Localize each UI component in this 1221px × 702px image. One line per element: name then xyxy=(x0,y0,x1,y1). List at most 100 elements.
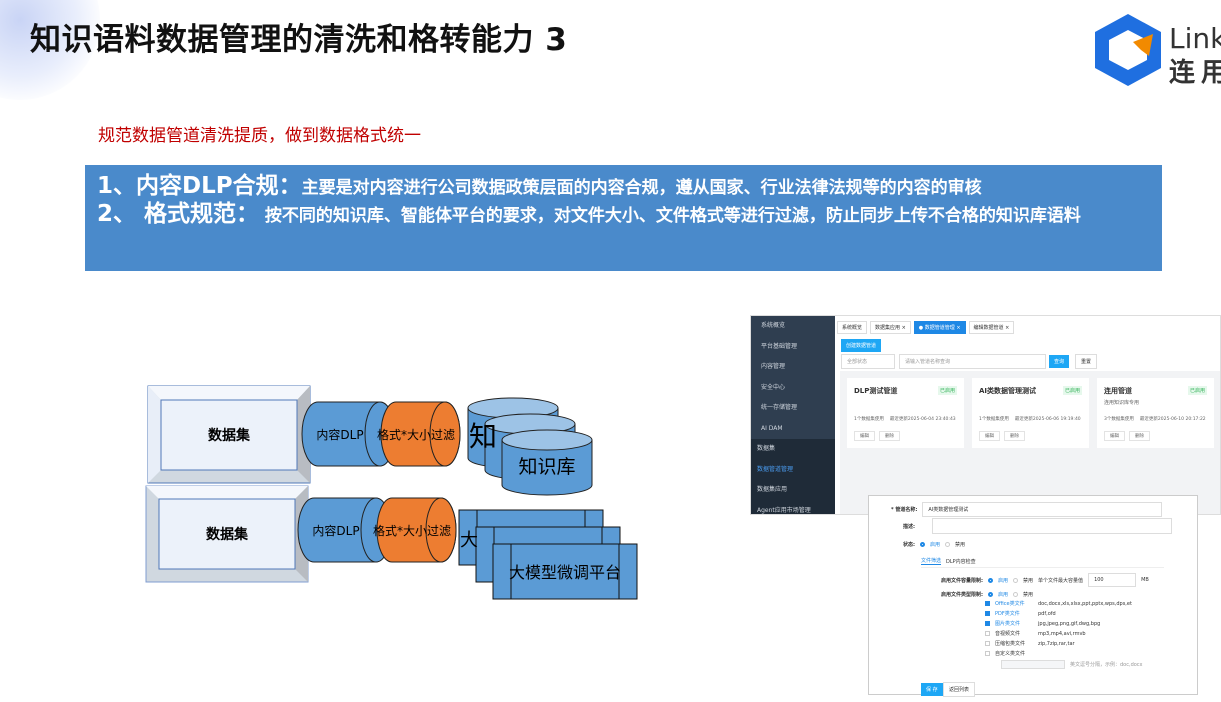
file-type-checkbox[interactable] xyxy=(985,621,990,626)
create-pipeline-button[interactable]: 创建数据管道 xyxy=(841,339,882,352)
tab-active[interactable]: ● 数据管道管理 × xyxy=(913,321,966,334)
type-limit-label: 启用文件类型限制: xyxy=(941,592,984,598)
pipeline-diagram: 数据集 数据集 内容DLP 格式*大小过滤 内容DLP 格式*大小过滤 知识库 … xyxy=(145,385,638,600)
dataset-box-2: 数据集 xyxy=(145,485,309,583)
sidebar-item[interactable]: 系统概览 xyxy=(761,322,786,329)
logo-text-cn: 连用 xyxy=(1169,58,1221,88)
logo-text-en: Link xyxy=(1169,22,1221,55)
sidebar-item[interactable]: 内容管理 xyxy=(761,363,786,370)
delete-button[interactable]: 删除 xyxy=(879,431,900,441)
radio-disable[interactable] xyxy=(1013,577,1019,583)
size-unit: MB xyxy=(1141,577,1149,583)
size-limit-label: 启用文件容量限制: xyxy=(941,577,984,584)
point-1: 1、内容DLP合规：主要是对内容进行公司数据政策层面的内容合规，遵从国家、行业法… xyxy=(97,173,1150,201)
filter-label: 格式*大小过滤 xyxy=(373,523,451,538)
card-name: AI类数据管理测试 xyxy=(979,387,1037,395)
status-badge: 已启用 xyxy=(1062,386,1082,395)
radio-label: 禁用 xyxy=(1023,592,1034,598)
pipeline-card[interactable]: 连用管道已启用 连用知识库专用 3个数据集使用最近更新2025-06-10 20… xyxy=(1097,378,1214,448)
status-badge: 已启用 xyxy=(937,386,957,395)
filter-label: 格式*大小过滤 xyxy=(377,427,455,442)
card-usage: 1个数据集使用 xyxy=(979,417,1009,422)
tab[interactable]: 数据集应用 × xyxy=(870,321,911,334)
logo: Link 连用 xyxy=(1093,12,1221,92)
tab-file-filter[interactable]: 文件筛选 xyxy=(921,558,942,565)
file-type-name: Office类文件 xyxy=(995,601,1025,607)
card-updated: 最近更新2025-06-06 19:19:40 xyxy=(1014,417,1081,422)
radio-disable[interactable] xyxy=(945,542,951,547)
sidebar: 系统概览 平台基础管理 内容管理 安全中心 统一存储管理 AI DAM 数据集 … xyxy=(751,316,835,514)
card-updated: 最近更新2025-06-04 23:40:43 xyxy=(889,417,956,422)
desc-label: 描述: xyxy=(903,523,915,530)
point-head: 1、内容DLP合规： xyxy=(97,173,302,199)
radio-enable[interactable] xyxy=(988,577,994,583)
file-type-ext: zip,7zip,rar,tar xyxy=(1038,640,1075,647)
delete-button[interactable]: 删除 xyxy=(1129,431,1150,441)
file-type-name: PDF类文件 xyxy=(995,611,1020,617)
card-name: DLP测试管道 xyxy=(854,387,898,395)
llm-label-partial: 大 xyxy=(460,530,478,551)
radio-label: 启用 xyxy=(998,592,1009,598)
file-type-checkbox[interactable] xyxy=(985,611,990,616)
search-input[interactable]: 请输入管道名称查询 xyxy=(899,354,1046,369)
card-name: 连用管道 xyxy=(1104,387,1132,395)
status-label: 状态: xyxy=(903,542,915,548)
file-type-checkbox[interactable] xyxy=(985,631,990,636)
radio-label: 禁用 xyxy=(955,542,966,548)
desc-textarea[interactable] xyxy=(932,518,1172,534)
edit-button[interactable]: 编辑 xyxy=(1104,431,1125,441)
delete-button[interactable]: 删除 xyxy=(1004,431,1025,441)
size-text: 单个文件最大容量值 xyxy=(1038,577,1084,584)
query-button[interactable]: 查询 xyxy=(1049,355,1070,368)
file-type-row: Office类文件 doc,docx,xls,xlsx,ppt,pptx,wps,… xyxy=(985,600,1185,607)
tab[interactable]: 系统概览 xyxy=(837,321,868,334)
back-to-list-button[interactable]: 返回列表 xyxy=(943,682,976,697)
kb-label-partial: 知 xyxy=(469,420,497,453)
custom-ext-input[interactable] xyxy=(1001,660,1065,669)
file-type-name: 压缩包类文件 xyxy=(995,641,1026,647)
radio-label: 启用 xyxy=(930,542,941,548)
file-type-ext: mp3,mp4,avi,rmvb xyxy=(1038,630,1086,637)
radio-enable[interactable] xyxy=(988,592,994,597)
radio-disable[interactable] xyxy=(1013,592,1019,597)
edit-button[interactable]: 编辑 xyxy=(854,431,875,441)
dataset-label: 数据集 xyxy=(206,526,249,543)
file-type-checkbox[interactable] xyxy=(985,601,990,606)
tab[interactable]: 编辑数据管道 × xyxy=(968,321,1015,334)
custom-hint: 英文逗号分隔，示例：doc,docx xyxy=(1070,662,1143,668)
file-type-name: 图片类文件 xyxy=(995,621,1021,627)
pipeline-card[interactable]: AI类数据管理测试 已启用 1个数据集使用最近更新2025-06-06 19:19… xyxy=(972,378,1089,448)
sidebar-item[interactable]: AI DAM xyxy=(761,424,783,432)
save-button[interactable]: 保 存 xyxy=(921,683,943,696)
sidebar-subitem[interactable]: Agent应用市场管理 xyxy=(751,500,835,514)
sidebar-subitem-active[interactable]: 数据管道管理 xyxy=(751,459,835,480)
file-type-name: 自定义类文件 xyxy=(995,651,1026,657)
sidebar-item[interactable]: 平台基础管理 xyxy=(761,342,798,350)
file-type-checkbox[interactable] xyxy=(985,641,990,646)
sidebar-item[interactable]: 统一存储管理 xyxy=(761,404,798,411)
size-input[interactable]: 100 xyxy=(1088,573,1137,587)
radio-enable[interactable] xyxy=(920,542,925,547)
file-type-checkbox[interactable] xyxy=(985,651,990,656)
file-type-ext: doc,docx,xls,xlsx,ppt,pptx,wps,dps,et xyxy=(1038,600,1132,607)
reset-button[interactable]: 重置 xyxy=(1075,354,1098,369)
tab-dlp-check[interactable]: DLP内容检查 xyxy=(946,558,976,565)
name-input[interactable]: AI类数据管理测试 xyxy=(922,502,1163,517)
status-select[interactable]: 全部状态 xyxy=(841,354,895,369)
sidebar-item[interactable]: 安全中心 xyxy=(761,383,786,391)
pipeline-card[interactable]: DLP测试管道 已启用 1个数据集使用最近更新2025-06-04 23:40:4… xyxy=(847,378,964,448)
point-2: 2、 格式规范： 按不同的知识库、智能体平台的要求，对文件大小、文件格式等进行过… xyxy=(97,201,1150,229)
radio-label: 禁用 xyxy=(1023,577,1034,584)
file-type-row: 压缩包类文件 zip,7zip,rar,tar xyxy=(985,640,1185,647)
sidebar-subitem[interactable]: 数据集 xyxy=(751,439,835,460)
sidebar-subitem[interactable]: 数据集应用 xyxy=(751,480,835,501)
status-badge: 已启用 xyxy=(1187,386,1207,395)
pipeline-list-screenshot: 系统概览 平台基础管理 内容管理 安全中心 统一存储管理 AI DAM 数据集 … xyxy=(750,315,1221,515)
dlp-label: 内容DLP xyxy=(316,427,363,442)
file-type-ext: jpg,jpeg,png,gif,dwg,bpg xyxy=(1038,620,1101,627)
edit-button[interactable]: 编辑 xyxy=(979,431,1000,441)
slide-title: 知识语料数据管理的清洗和格转能力 3 xyxy=(30,22,568,58)
card-updated: 最近更新2025-06-10 20:17:22 xyxy=(1139,417,1206,422)
card-usage: 1个数据集使用 xyxy=(854,417,884,422)
